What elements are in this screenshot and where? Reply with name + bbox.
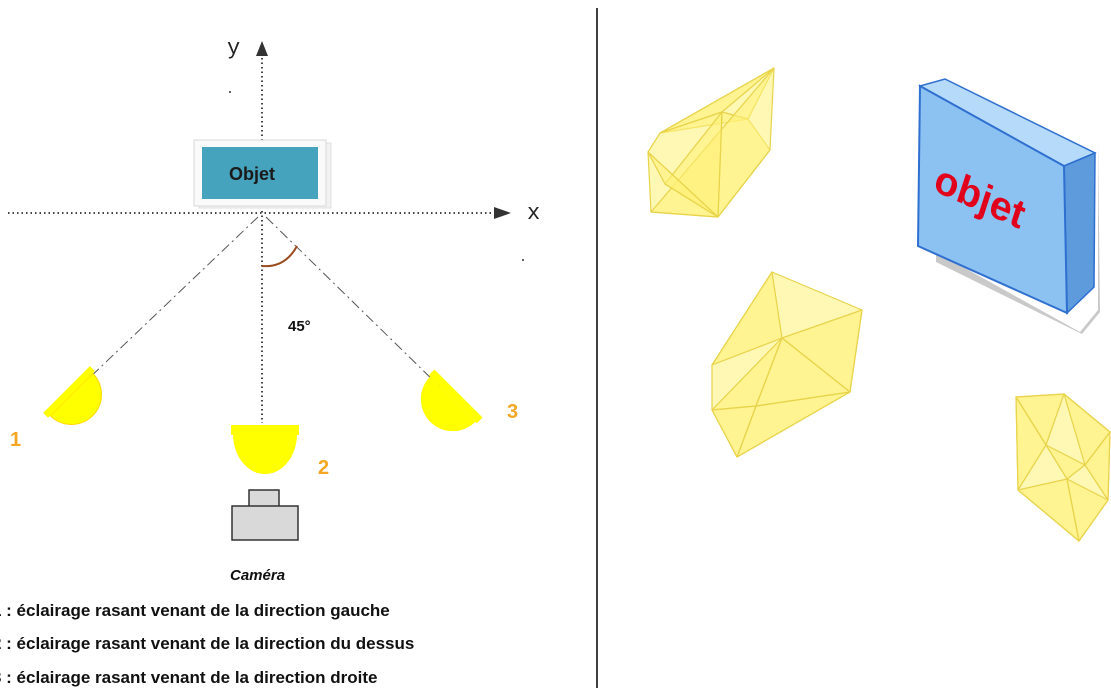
legend-line-3: 3 : éclairage rasant venant de la direct… [0, 668, 377, 687]
camera-icon [231, 489, 299, 541]
cube-side [1063, 151, 1096, 315]
light-cone-upper-left [647, 67, 775, 218]
angle-arc [261, 245, 298, 268]
light-2-number: 2 [318, 457, 329, 479]
y-axis-label: y [227, 36, 240, 61]
light-2 [231, 425, 299, 474]
stray-dot [522, 259, 524, 261]
light-1-number: 1 [10, 429, 21, 451]
object-box: Objet [193, 139, 332, 209]
y-axis-arrow [256, 41, 268, 56]
camera-label: Caméra [230, 567, 285, 584]
perspective-view: objet [647, 67, 1111, 542]
cube-front [916, 84, 1069, 315]
legend-line-1: 1 : éclairage rasant venant de la direct… [0, 601, 390, 620]
light-3-number: 3 [507, 401, 518, 423]
stray-dot [229, 91, 231, 93]
object-cube: objet [916, 78, 1100, 334]
x-axis-arrow [494, 207, 511, 219]
light-cone-middle-left [711, 271, 863, 458]
beam-line-1 [84, 216, 259, 383]
object-label: Objet [229, 164, 275, 184]
light-cone-lower-right [1015, 393, 1111, 542]
light-3 [420, 369, 483, 432]
top-view-diagram: y x Objet 45° 1 2 [0, 36, 540, 687]
legend-line-2: 2 : éclairage rasant venant de la direct… [0, 634, 414, 653]
x-axis-label: x [527, 201, 540, 226]
beam-line-3 [265, 216, 441, 388]
angle-label: 45° [288, 318, 311, 335]
light-1 [43, 366, 102, 425]
